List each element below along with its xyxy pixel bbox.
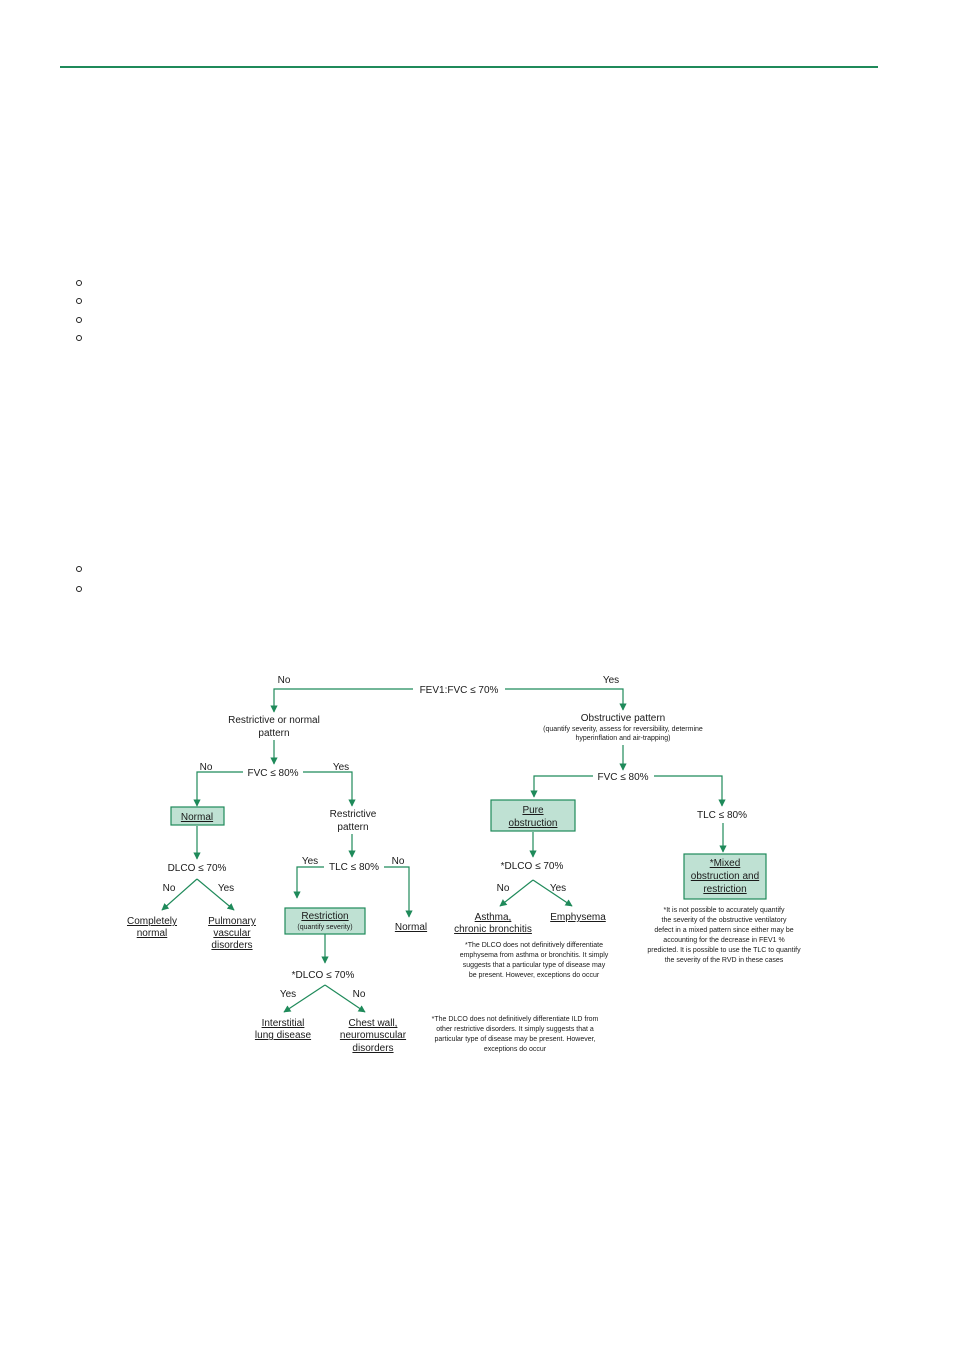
dlco-left-yes: Yes	[218, 883, 234, 894]
emphysema-note-l1: *The DLCO does not definitively differen…	[465, 942, 603, 949]
mixed-note-l2: the severity of the obstructive ventilat…	[662, 917, 787, 924]
ild-note-l3: particular type of disease may be presen…	[434, 1036, 595, 1043]
tlc-normal: Normal	[395, 922, 427, 933]
completely-normal-l2: normal	[137, 928, 168, 939]
tlc-test-left: TLC ≤ 80%	[329, 862, 379, 873]
root-no: No	[278, 675, 291, 686]
pulmonary-vascular-l1: Pulmonary	[208, 916, 256, 927]
obstructive-sub-l1: (quantify severity, assess for reversibi…	[543, 726, 703, 733]
restrictive-pattern-l1: Restrictive	[330, 809, 377, 820]
ild-note-l2: other restrictive disorders. It simply s…	[436, 1026, 594, 1033]
emphysema-note-l2: emphysema from asthma or bronchitis. It …	[460, 952, 609, 959]
dlco-obstruction-no: No	[497, 883, 510, 894]
pure-obstruction-box	[490, 799, 576, 832]
mixed-box-l1: *Mixed	[710, 858, 741, 869]
bullet-2	[76, 298, 82, 304]
obstructive-sub-l2: hyperinflation and air-trapping)	[576, 735, 671, 742]
mixed-note-l5: predicted. It is possible to use the TLC…	[647, 947, 801, 954]
pulmonary-vascular-l3: disorders	[211, 940, 252, 951]
fvc-no: No	[200, 762, 213, 773]
restriction-box	[284, 907, 366, 935]
mixed-note-l1: *It is not possible to accurately quanti…	[663, 907, 785, 914]
chest-wall-l3: disorders	[352, 1043, 393, 1054]
asthma-l1: Asthma,	[475, 912, 512, 923]
dlco-left: DLCO ≤ 70%	[168, 863, 227, 874]
root-yes: Yes	[603, 675, 619, 686]
root-test: FEV1:FVC ≤ 70%	[420, 685, 499, 696]
dlco-restriction: *DLCO ≤ 70%	[292, 970, 355, 981]
restrictive-normal-l1: Restrictive or normal	[228, 715, 320, 726]
pure-box-l1: Pure	[522, 805, 544, 816]
ild-note-l4: exceptions do occur	[484, 1046, 547, 1053]
bullet-1	[76, 280, 82, 286]
emphysema-note-l3: suggests that a particular type of disea…	[463, 962, 606, 969]
mixed-note-l4: accounting for the decrease in FEV1 %	[663, 937, 784, 944]
restrictive-pattern-l2: pattern	[337, 822, 368, 833]
completely-normal-l1: Completely	[127, 916, 177, 927]
mixed-note-l3: defect in a mixed pattern since either m…	[654, 927, 793, 934]
emphysema: Emphysema	[550, 912, 606, 923]
tlc-no: No	[392, 856, 405, 867]
dlco-left-no: No	[163, 883, 176, 894]
bullet-4	[76, 335, 82, 341]
connectors	[161, 688, 727, 1013]
bullet-3	[76, 317, 82, 323]
tlc-yes: Yes	[302, 856, 318, 867]
mixed-box	[683, 853, 767, 900]
normal-box-label: Normal	[181, 812, 213, 823]
fvc-test-left: FVC ≤ 80%	[247, 768, 298, 779]
pulmonary-vascular-l2: vascular	[213, 928, 251, 939]
ild-note-l1: *The DLCO does not definitively differen…	[432, 1016, 599, 1023]
bullet-6	[76, 586, 82, 592]
bullet-5	[76, 566, 82, 572]
restriction-box-label: Restriction	[301, 911, 348, 922]
dlco-obstruction: *DLCO ≤ 70%	[501, 861, 564, 872]
interstitial-l1: Interstitial	[262, 1018, 305, 1029]
restriction-box-sub: (quantify severity)	[297, 924, 352, 931]
chest-wall-l2: neuromuscular	[340, 1030, 407, 1041]
dlco-obstruction-yes: Yes	[550, 883, 566, 894]
dlco-restriction-yes: Yes	[280, 989, 296, 1000]
header-rule	[60, 66, 878, 68]
interstitial-l2: lung disease	[255, 1030, 312, 1041]
tlc-test-right: TLC ≤ 80%	[697, 810, 747, 821]
fvc-yes: Yes	[333, 762, 349, 773]
restrictive-normal-l2: pattern	[258, 728, 289, 739]
obstructive-pattern: Obstructive pattern	[581, 713, 665, 724]
asthma-l2: chronic bronchitis	[454, 924, 532, 935]
fvc-test-right: FVC ≤ 80%	[597, 772, 648, 783]
mixed-box-l2: obstruction and	[691, 871, 759, 882]
dlco-restriction-no: No	[353, 989, 366, 1000]
mixed-note-l6: the severity of the RVD in these cases	[665, 957, 784, 964]
pure-box-l2: obstruction	[509, 818, 558, 829]
emphysema-note-l4: be present. However, exceptions do occur	[469, 972, 600, 979]
normal-box	[170, 806, 225, 826]
chest-wall-l1: Chest wall,	[349, 1018, 398, 1029]
mixed-box-l3: restriction	[703, 884, 746, 895]
